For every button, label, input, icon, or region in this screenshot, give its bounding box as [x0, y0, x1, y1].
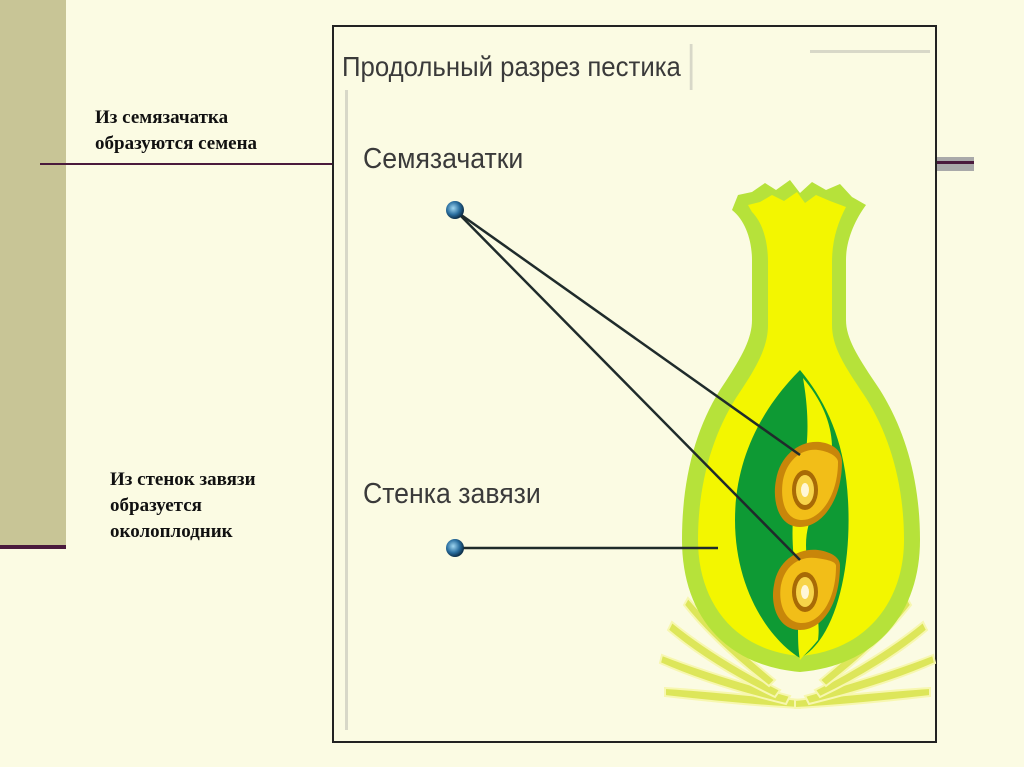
ovule-upper: [774, 441, 842, 527]
sidebar-strip: [0, 0, 66, 545]
note-pericarp: Из стенок завязи образуется околоплодник: [110, 469, 256, 542]
sidebar-rule: [0, 545, 66, 549]
note-seeds: Из семязачатка образуются семена: [95, 107, 258, 154]
figure-inner-rule-vertical: [345, 90, 348, 730]
pointer-lines: [456, 210, 801, 561]
pointer-dot-wall: [446, 539, 464, 557]
label-ovules: Семязачатки: [363, 143, 524, 175]
figure-title: Продольный разрез пестика: [342, 44, 693, 90]
pointer-dot-ovules: [446, 201, 464, 219]
figure-inner-rule-horizontal: [810, 50, 930, 53]
label-ovary-wall: Стенка завязи: [363, 478, 541, 510]
ovule-lower: [773, 549, 840, 630]
